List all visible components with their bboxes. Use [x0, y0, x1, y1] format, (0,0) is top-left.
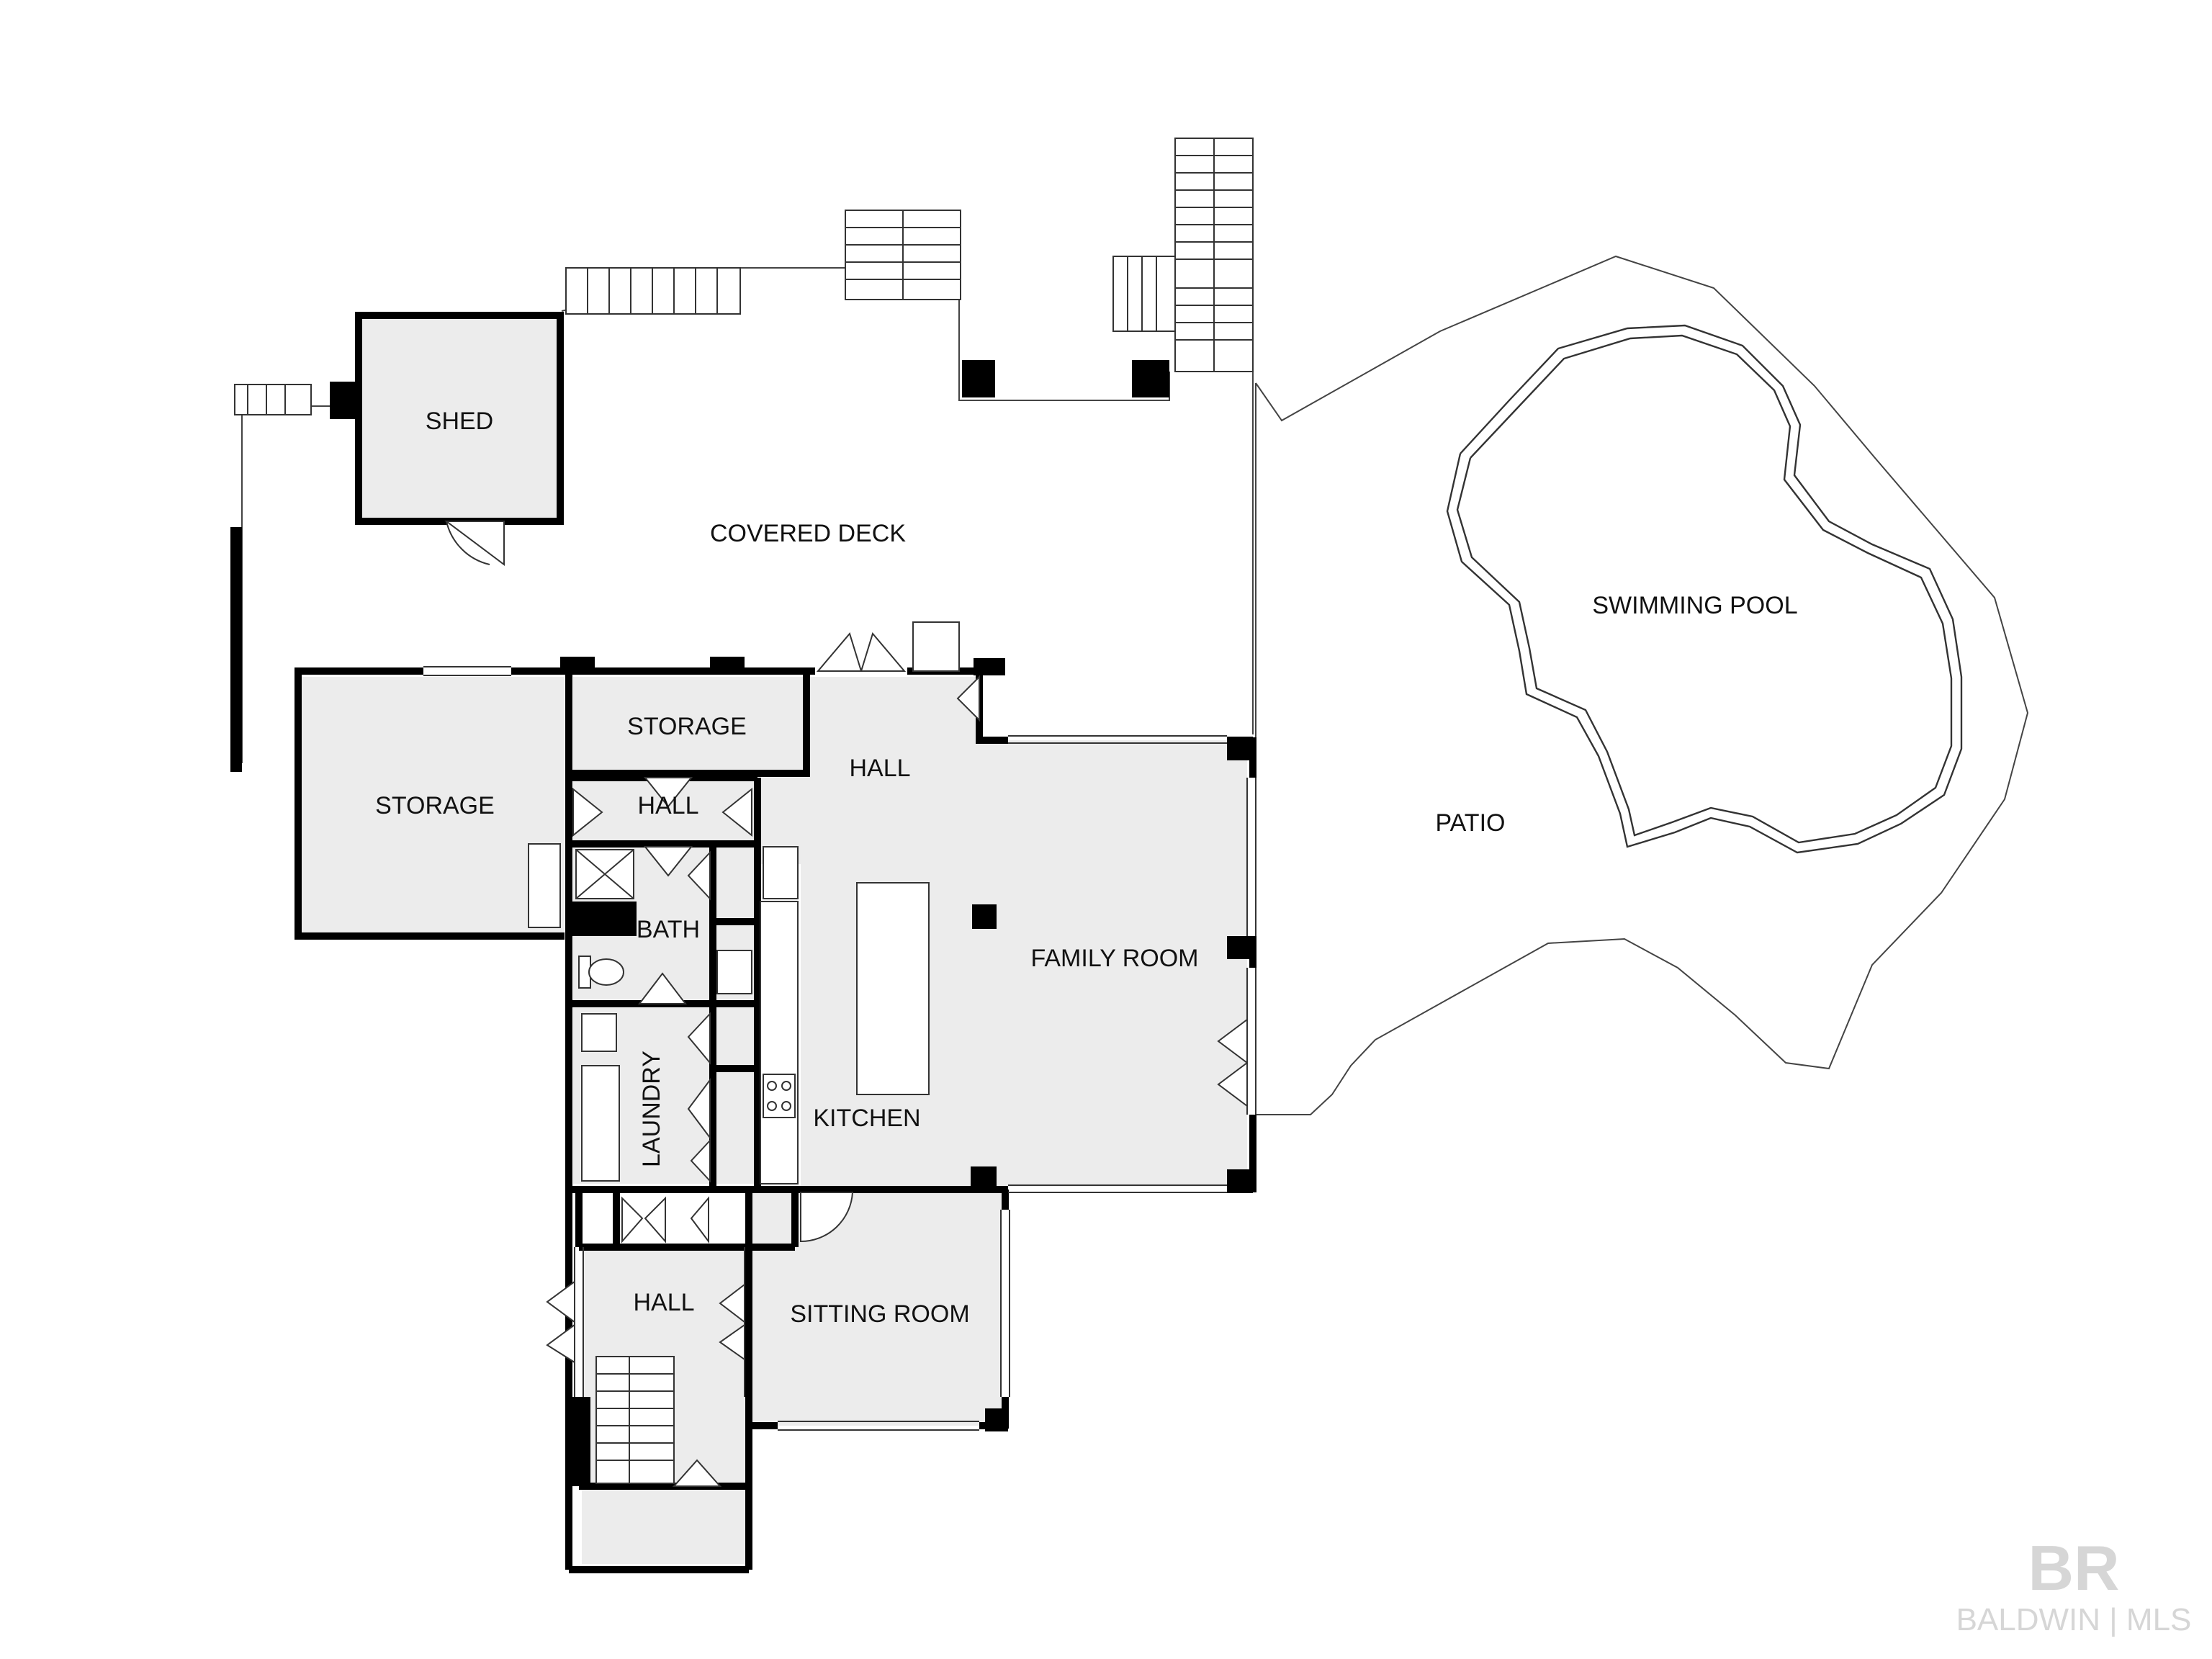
pool-coping-outer [1446, 324, 1963, 854]
family-room-door-1 [1217, 1018, 1248, 1064]
lower-hall-door-2 [644, 1196, 666, 1244]
storage-left-fill [301, 677, 565, 933]
watermark: BR BALDWIN | MLS [1956, 1532, 2192, 1637]
shed-door [444, 521, 505, 566]
lower-hall-exterior-door-2 [546, 1323, 575, 1364]
kitchen-fridge [763, 846, 799, 899]
hall-small-door [643, 777, 693, 808]
windows [423, 666, 1256, 1431]
deck-double-door [816, 631, 907, 672]
lower-hall-door-w-1 [719, 1282, 745, 1324]
lower-hall-door-3 [690, 1196, 709, 1244]
hall-small-door-e [721, 787, 752, 837]
watermark-monogram: BR [2028, 1532, 2119, 1604]
cooktop [763, 1074, 796, 1118]
bottom-room-fill [582, 1489, 749, 1564]
patio-area [1255, 255, 2029, 1115]
sitting-room-door [800, 1192, 854, 1243]
interior-stair [595, 1356, 675, 1484]
fixtures [528, 621, 960, 1484]
label-hall-lower: HALL [633, 1289, 694, 1316]
label-family-room: FAMILY ROOM [1030, 945, 1198, 972]
bath-door-closet [687, 850, 711, 901]
wall-blocks [560, 657, 1256, 1486]
label-covered-deck: COVERED DECK [710, 520, 906, 547]
lower-hall-door-1 [621, 1196, 644, 1244]
label-storage-left: STORAGE [375, 792, 495, 819]
shed-fill [361, 318, 557, 518]
lower-hall-door-w-2 [719, 1323, 745, 1361]
watermark-brand: BALDWIN | MLS [1956, 1602, 2192, 1637]
stair-door [672, 1459, 722, 1487]
hall-small-door-w [572, 787, 603, 837]
lower-hall-exterior-door-1 [546, 1280, 575, 1323]
kitchen-island [856, 882, 930, 1095]
storage-top-walls [569, 667, 810, 777]
label-storage-top: STORAGE [627, 713, 747, 740]
bath-door-south [637, 972, 688, 1004]
stair-landing [1112, 256, 1176, 332]
pool-coping-inner [1456, 334, 1953, 844]
laundry-door-2 [687, 1078, 711, 1140]
deck-posts [230, 360, 1169, 772]
toilet-bowl [588, 958, 624, 986]
stair-west [234, 384, 312, 415]
chimney-box [912, 621, 960, 672]
bath-sink [716, 950, 752, 994]
label-hall-upper: HALL [849, 755, 910, 782]
storage-left-walls [295, 667, 565, 940]
label-sitting-room: SITTING ROOM [790, 1300, 969, 1328]
bath-door [643, 846, 693, 877]
laundry-door-1 [687, 1012, 711, 1065]
storage-top-fill [573, 677, 804, 770]
hall-door-ne [956, 675, 980, 722]
label-patio: PATIO [1436, 809, 1506, 837]
patio-outline [1255, 255, 2029, 1115]
label-laundry: LAUNDRY [638, 1051, 665, 1167]
laundry-counter [581, 1065, 620, 1182]
label-shed: SHED [426, 408, 493, 435]
storage-sink [528, 843, 561, 928]
laundry-door-3 [690, 1138, 711, 1183]
deck-stairs [234, 138, 1254, 415]
label-swimming-pool: SWIMMING POOL [1592, 592, 1797, 619]
family-room-door-2 [1217, 1061, 1248, 1107]
doors [444, 521, 1248, 1487]
laundry-sink [581, 1013, 617, 1052]
label-hall-small: HALL [637, 792, 698, 819]
label-bath: BATH [637, 916, 700, 943]
room-labels: SHED COVERED DECK SWIMMING POOL STORAGE … [375, 408, 1797, 1328]
swimming-pool [1446, 324, 1963, 854]
kitchen-counter [760, 901, 799, 1184]
label-kitchen: KITCHEN [813, 1105, 920, 1132]
